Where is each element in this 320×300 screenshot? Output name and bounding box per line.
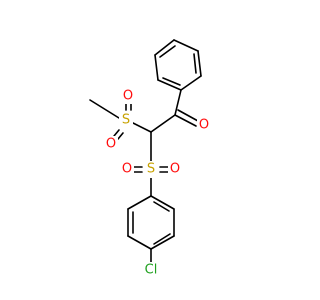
bond-phenyl-1 [154,39,175,56]
methylsulfonyl-sulfur-atom: S [119,112,133,128]
chlorine-label: Cl [145,263,158,278]
bond-ms-oxygen-bottom-2 [117,132,124,140]
structure-canvas: O S O O S O [89,39,211,279]
bond-aryl-3 [127,235,152,250]
bond-phenyl-5 [197,50,202,77]
methylsulfonyl-oxygen-top-label: O [123,89,133,104]
arylsulfonyl-sulfur-label: S [147,162,155,177]
methylsulfonyl-oxygen-bottom-atom: O [104,136,118,152]
atom-label-layer: O S O O S O [104,88,211,279]
bond-ms-sulfur-methyl [89,99,120,119]
methylsulfonyl-oxygen-bottom-label: O [106,137,116,152]
methylsulfonyl-sulfur-label: S [122,113,130,128]
bond-phenyl-double-c [193,53,197,74]
bond-carbonyl-double-1 [174,114,197,127]
bond-phenyl-3 [157,79,182,91]
bond-aryl-double-c [153,201,170,212]
bond-layer [89,39,202,263]
carbonyl-oxygen-atom: O [197,117,211,133]
bond-phenyl-carbonyl [174,89,182,116]
arylsulfonyl-sulfur-atom: S [144,161,158,178]
bond-phenyl-4 [180,75,202,91]
bond-carbonyl-double-2 [177,109,199,122]
chlorine-atom: Cl [141,262,161,279]
bond-phenyl-6 [173,39,199,52]
arylsulfonyl-oxygen-left-label: O [122,162,132,177]
methylsulfonyl-oxygen-top-atom: O [121,88,135,104]
bond-phenyl-double-a [159,45,176,58]
bond-phenyl-double-b [162,77,181,86]
bond-phenyl-2 [154,54,159,81]
molecule-diagram: O S O O S O [89,39,211,279]
arylsulfonyl-oxygen-right-atom: O [168,161,182,178]
bond-carbonyl-central [150,114,176,133]
arylsulfonyl-oxygen-left-atom: O [120,161,134,178]
arylsulfonyl-oxygen-right-label: O [170,162,180,177]
bond-aryl-6 [150,195,175,210]
carbonyl-oxygen-label: O [199,118,209,133]
bond-aryl-1 [127,195,152,210]
bond-ms-oxygen-bottom-1 [113,129,120,137]
bond-aryl-double-b [153,233,171,245]
bond-central-ms-sulfur [132,122,152,133]
bond-aryl-4 [150,235,175,250]
